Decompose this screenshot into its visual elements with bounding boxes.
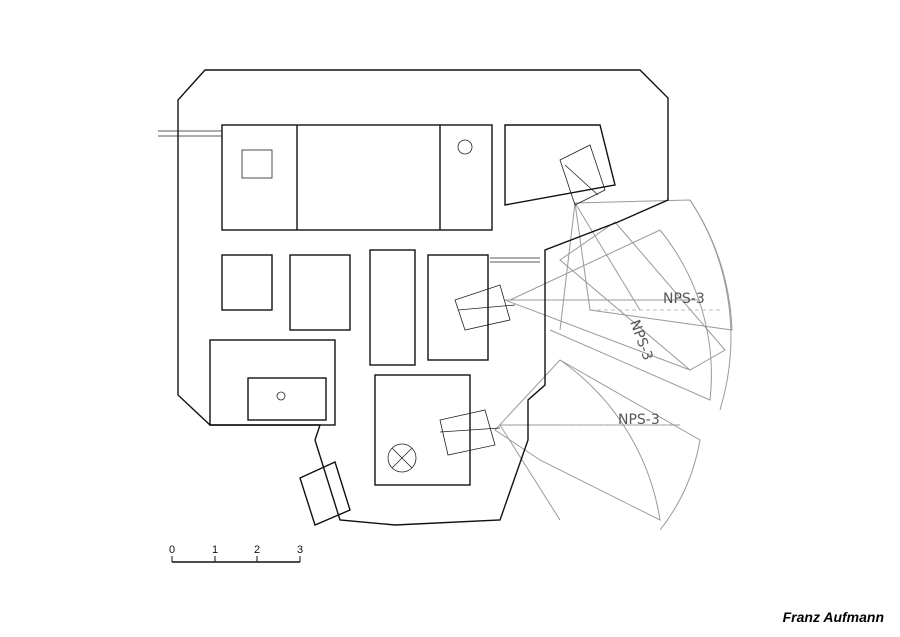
outer-walls [177,69,669,526]
scale-tick-2: 2 [254,544,260,556]
author-credit: Franz Aufmann [782,609,884,625]
interior-rooms [158,124,616,526]
scale-tick-3: 3 [297,544,303,556]
gun-embrasures [439,144,606,456]
sector-label-upper: NPS-3 [663,291,705,307]
scale-tick-1: 1 [212,544,218,556]
scale-tick-0: 0 [169,544,175,556]
sector-label-lower: NPS-3 [618,412,660,428]
sector-label-rotated: NPS-3 [626,318,655,363]
field-of-fire-sectors [494,199,733,531]
scale-bar: 0 1 2 3 [169,544,303,563]
